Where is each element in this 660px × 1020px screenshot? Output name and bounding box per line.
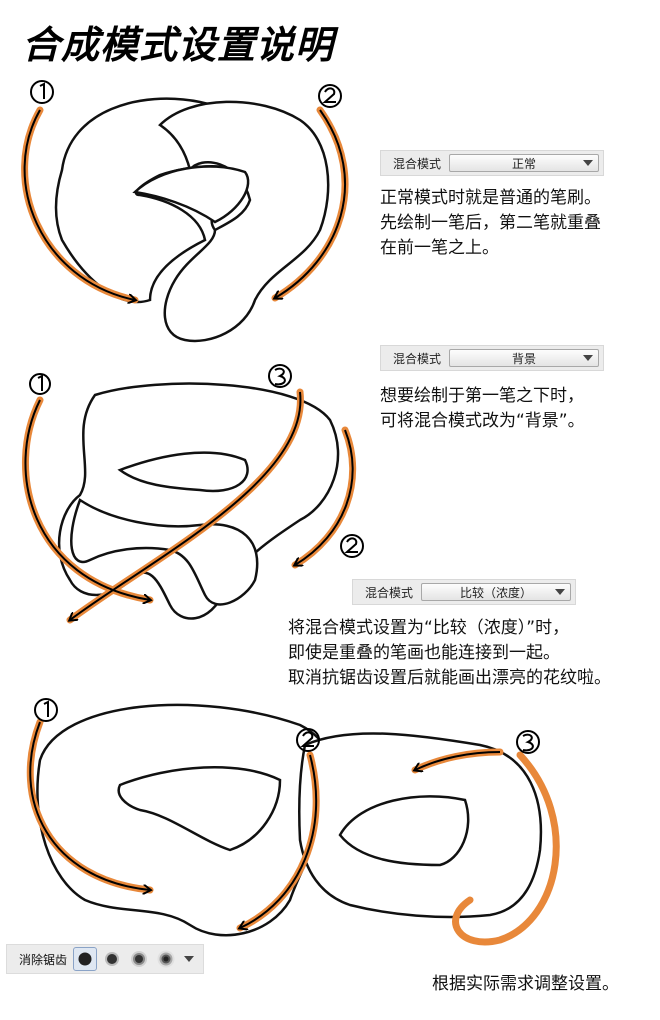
chevron-down-icon	[583, 355, 593, 361]
blend-mode-selector-compare: 混合模式 比较（浓度）	[352, 579, 576, 605]
caption-line: 在前一笔之上。	[380, 238, 499, 258]
antialias-strong-icon	[157, 950, 175, 968]
antialias-medium-option[interactable]	[127, 947, 151, 971]
chevron-down-icon	[555, 589, 565, 595]
blend-mode-label: 混合模式	[393, 156, 442, 171]
footer-note: 根据实际需求调整设置。	[432, 974, 619, 994]
blend-mode-label: 混合模式	[393, 351, 442, 366]
caption-line: 可将混合模式改为“背景”。	[380, 411, 585, 431]
chevron-down-icon[interactable]	[184, 956, 195, 962]
blend-mode-dropdown[interactable]: 比较（浓度）	[421, 583, 571, 601]
antialias-weak-option[interactable]	[100, 947, 124, 971]
step-2-marker	[318, 84, 342, 108]
antialias-none-option[interactable]	[73, 947, 98, 971]
blend-mode-value: 比较（浓度）	[460, 585, 533, 600]
caption-compare: 将混合模式设置为“比较（浓度）”时， 即使是重叠的笔画也能连接到一起。 取消抗锯…	[288, 616, 611, 691]
antialias-selector: 消除锯齿	[6, 944, 204, 974]
caption-normal: 正常模式时就是普通的笔刷。 先绘制一笔后，第二笔就重叠 在前一笔之上。	[380, 186, 601, 261]
caption-background: 想要绘制于第一笔之下时， 可将混合模式改为“背景”。	[380, 384, 585, 434]
antialias-weak-icon	[105, 952, 120, 966]
blend-mode-value: 正常	[512, 156, 537, 171]
page-title: 合成模式设置说明	[22, 23, 335, 67]
blend-mode-value: 背景	[512, 351, 537, 366]
caption-line: 先绘制一笔后，第二笔就重叠	[380, 213, 601, 233]
caption-line: 取消抗锯齿设置后就能画出漂亮的花纹啦。	[288, 668, 611, 688]
blend-mode-selector-normal: 混合模式 正常	[380, 150, 604, 176]
antialias-strong-option[interactable]	[154, 947, 178, 971]
antialias-none-icon	[78, 952, 92, 966]
blend-mode-label: 混合模式	[365, 585, 414, 600]
caption-line: 想要绘制于第一笔之下时，	[380, 386, 584, 406]
step-1-marker	[30, 80, 54, 104]
example-normal-strokes	[54, 97, 330, 343]
blend-mode-dropdown[interactable]: 正常	[449, 154, 599, 172]
chevron-down-icon	[583, 160, 593, 166]
stroke-1-shape	[57, 382, 340, 620]
example-compare-strokes	[36, 703, 543, 937]
caption-line: 即使是重叠的笔画也能连接到一起。	[288, 643, 560, 663]
blend-mode-selector-background: 混合模式 背景	[380, 345, 604, 371]
antialias-medium-icon	[131, 951, 148, 967]
caption-line: 将混合模式设置为“比较（浓度）”时，	[288, 618, 570, 638]
example-background-strokes	[57, 382, 340, 620]
blend-mode-dropdown[interactable]: 背景	[449, 349, 599, 367]
antialias-label: 消除锯齿	[19, 952, 68, 967]
caption-line: 正常模式时就是普通的笔刷。	[380, 188, 601, 208]
